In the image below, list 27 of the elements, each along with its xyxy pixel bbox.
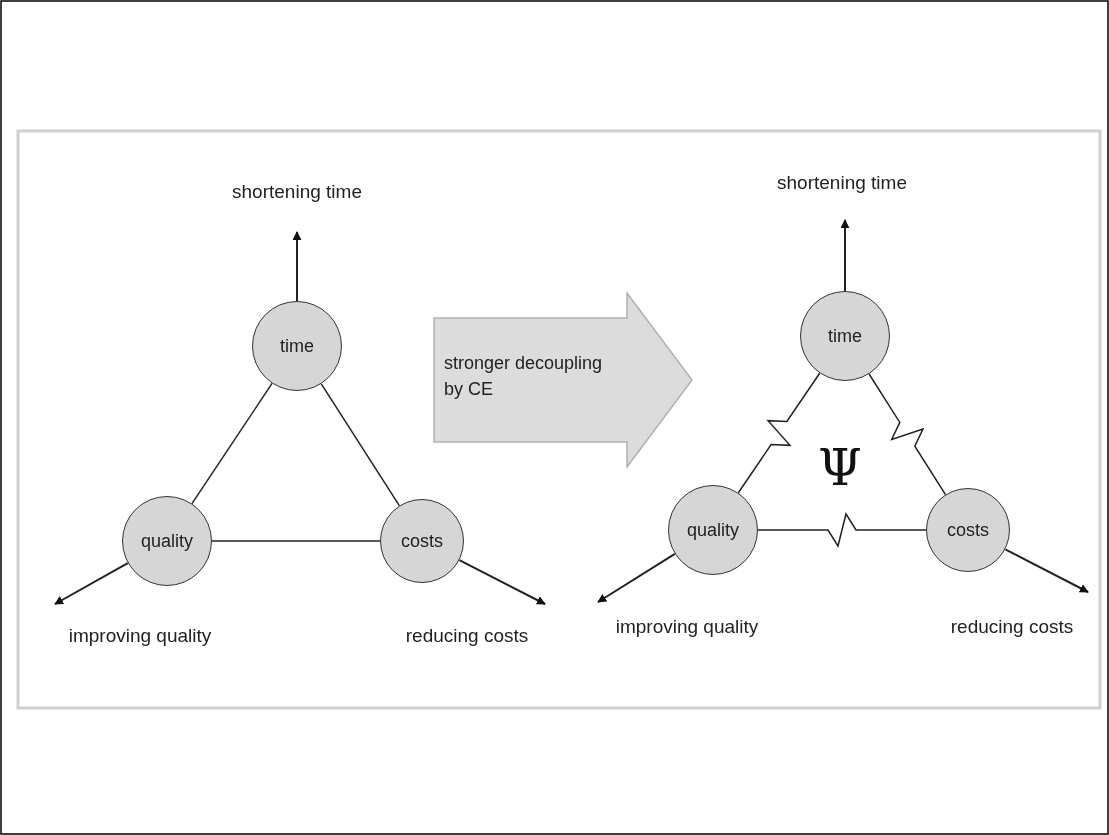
goal-label: reducing costs	[405, 625, 529, 647]
arrow	[54, 562, 129, 605]
circle-node: time	[800, 291, 890, 381]
arrow	[292, 231, 302, 302]
arrow	[458, 559, 546, 605]
arrow	[840, 219, 850, 292]
goal-label: shortening time	[232, 181, 362, 203]
circle-node: quality	[122, 496, 212, 586]
arrow	[1004, 548, 1089, 593]
goal-label: reducing costs	[950, 616, 1074, 638]
arrow-text: stronger decoupling by CE	[444, 352, 604, 401]
goal-label: improving quality	[68, 625, 212, 647]
goal-label: improving quality	[615, 616, 759, 638]
block-arrow	[433, 292, 693, 468]
connector-line	[211, 540, 381, 542]
connector-line	[737, 372, 821, 494]
arrow	[597, 552, 676, 603]
circle-node: quality	[668, 485, 758, 575]
psi-symbol: Ψ	[818, 439, 862, 497]
goal-label: shortening time	[777, 172, 907, 194]
circle-node: time	[252, 301, 342, 391]
connector-line	[320, 383, 401, 507]
connector-line	[191, 382, 273, 505]
connector-line	[757, 512, 927, 548]
circle-node: costs	[926, 488, 1010, 572]
connector-line	[868, 373, 947, 496]
circle-node: costs	[380, 499, 464, 583]
